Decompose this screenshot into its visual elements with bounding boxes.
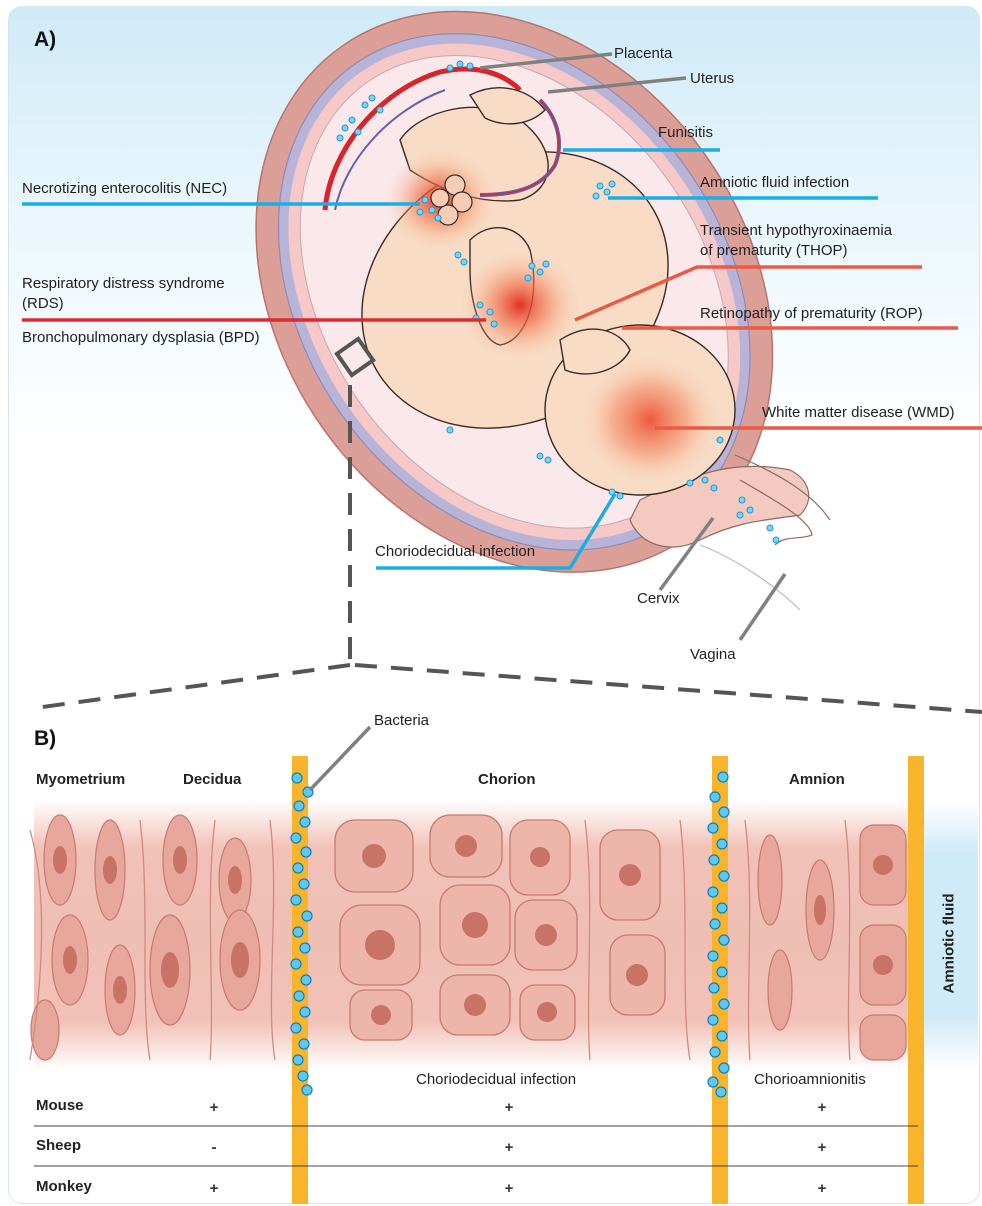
rds-label-line2: (RDS) [22,295,64,313]
layer-myometrium: Myometrium [36,771,125,788]
placenta-label: Placenta [614,45,672,63]
cervix-label: Cervix [637,590,680,608]
table-cell-chorion: + [499,1180,519,1197]
vagina-label: Vagina [690,646,736,664]
bpd-label: Bronchopulmonary dysplasia (BPD) [22,329,260,347]
table-row-species: Monkey [36,1178,92,1195]
rop-label: Retinopathy of prematurity (ROP) [700,305,923,323]
zone-choriodecidual-label: Choriodecidual infection [416,1071,576,1088]
zone-chorioamnionitis-label: Chorioamnionitis [754,1071,866,1088]
panel-a-letter: A) [34,28,56,52]
vagina-leader [740,574,785,640]
thop-label-line2: of prematurity (THOP) [700,242,848,260]
layer-decidua: Decidua [183,771,241,788]
thop-label-line1: Transient hypothyroxinaemia [700,222,892,240]
uterus-label: Uterus [690,70,734,88]
bacteria-label: Bacteria [374,712,429,730]
table-cell-decidua: - [204,1139,224,1156]
panel-b-letter: B) [34,727,56,751]
table-cell-decidua: + [204,1180,224,1197]
rds-label-line1: Respiratory distress syndrome [22,275,225,293]
table-cell-decidua: + [204,1099,224,1116]
layer-amnion: Amnion [789,771,845,788]
funisitis-label: Funisitis [658,124,713,142]
nec-label: Necrotizing enterocolitis (NEC) [22,180,227,198]
table-cell-chorion: + [499,1139,519,1156]
layer-amniotic-fluid: Amniotic fluid [941,889,958,999]
table-cell-amnion: + [812,1139,832,1156]
layer-chorion: Chorion [478,771,536,788]
table-cell-amnion: + [812,1099,832,1116]
table-row-species: Sheep [36,1137,81,1154]
table-row-species: Mouse [36,1097,84,1114]
choriodecidual-infection-label: Choriodecidual infection [375,543,535,561]
table-cell-amnion: + [812,1180,832,1197]
table-rules [34,1126,918,1166]
amniotic-fluid-infection-label: Amniotic fluid infection [700,174,849,192]
table-cell-chorion: + [499,1099,519,1116]
bacteria-leader [310,727,370,790]
wmd-label: White matter disease (WMD) [762,404,955,422]
